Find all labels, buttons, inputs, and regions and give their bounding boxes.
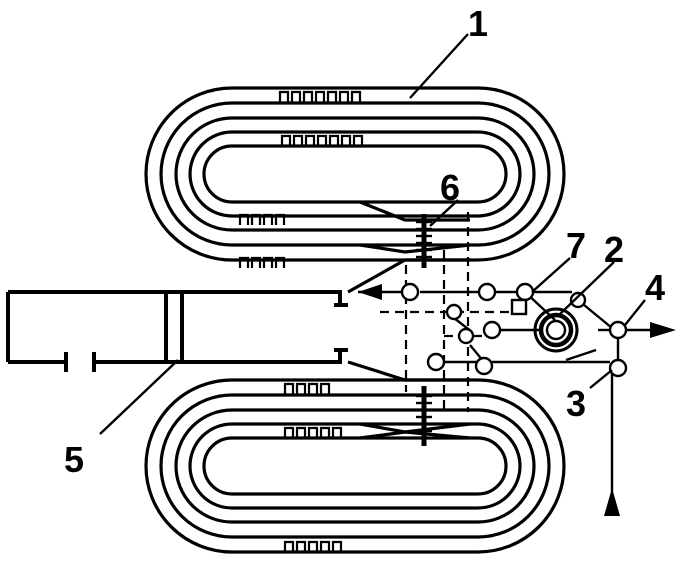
leader-lines (99, 33, 646, 435)
label-7: 7 (566, 225, 586, 266)
left-arrow-icon (358, 284, 382, 300)
label-6: 6 (440, 167, 460, 208)
upper-storage-ring (144, 86, 566, 262)
node (569, 291, 587, 309)
right-arrow-icon (650, 322, 676, 338)
node (608, 320, 628, 340)
label-5: 5 (64, 439, 84, 480)
lower-cavities (283, 382, 343, 552)
up-arrow-icon (604, 488, 620, 516)
lower-wiggler (416, 386, 432, 446)
node (515, 282, 535, 302)
label-4: 4 (645, 267, 665, 308)
node (608, 358, 628, 378)
node (474, 356, 494, 376)
beam-paths (347, 258, 470, 382)
detector-box (510, 298, 528, 316)
lower-storage-ring (144, 378, 566, 554)
node (477, 282, 497, 302)
label-3: 3 (566, 383, 586, 424)
circuit-nodes (400, 282, 628, 378)
node (426, 352, 446, 372)
upper-cavities (238, 90, 364, 268)
node (457, 327, 475, 345)
node (482, 320, 502, 340)
label-2: 2 (604, 229, 624, 270)
node (400, 282, 420, 302)
target-coil (533, 307, 579, 353)
label-1: 1 (468, 3, 488, 44)
node (445, 303, 463, 321)
